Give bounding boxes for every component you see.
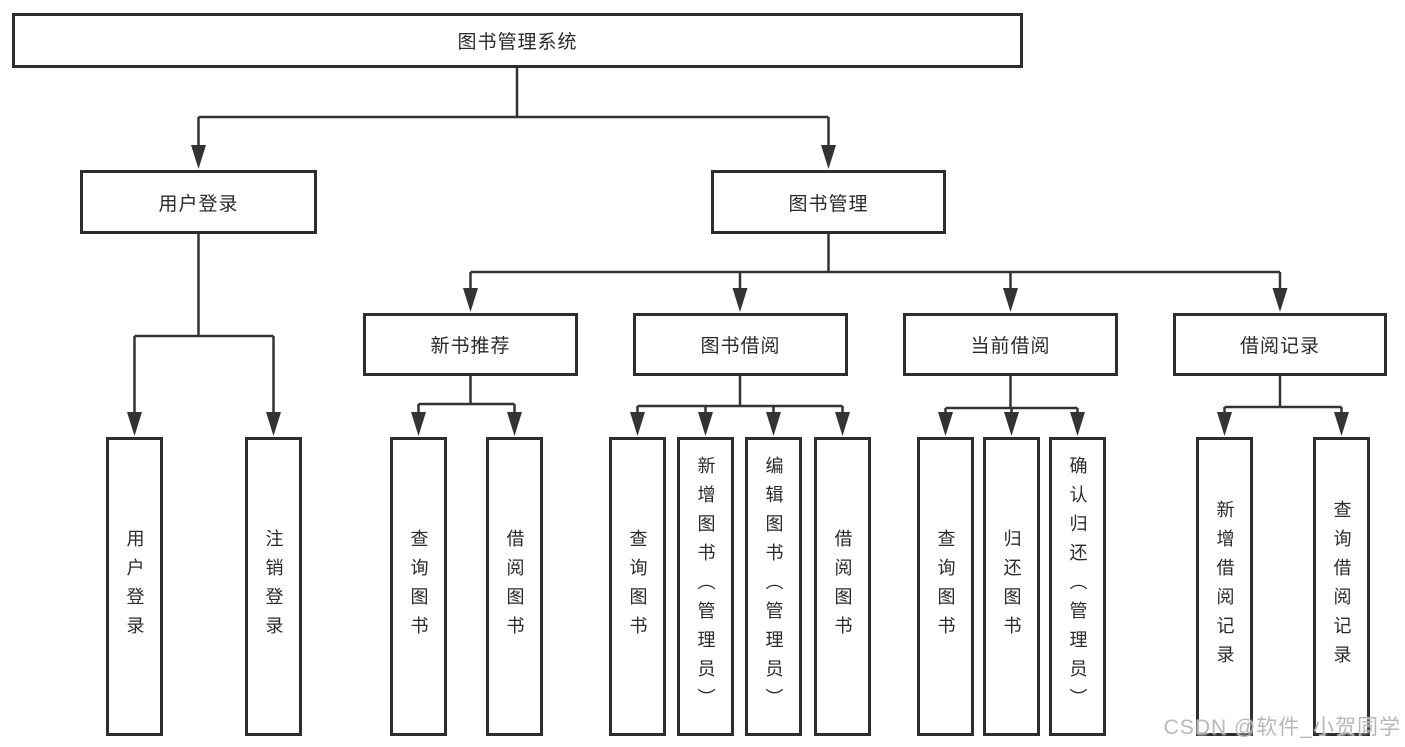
leaf-user-login: 用户登录 (106, 437, 163, 736)
leaf-add-books-admin: 新增图书（管理员） (677, 437, 734, 736)
arrow-icon (630, 412, 645, 436)
arrow-icon (127, 412, 142, 436)
leaf-edit-books-admin: 编辑图书（管理员） (745, 437, 802, 736)
leaf-label: 查询借阅记录 (1331, 499, 1352, 674)
arrow-icon (1272, 288, 1288, 312)
leaf-borrow-books-recommend: 借阅图书 (486, 437, 543, 736)
arrow-icon (821, 145, 836, 169)
leaf-label: 借阅图书 (832, 528, 853, 645)
leaf-label: 新增借阅记录 (1214, 499, 1235, 674)
arrow-icon (766, 412, 781, 436)
arrow-icon (938, 412, 953, 436)
arrow-icon (266, 412, 281, 436)
node-book-management: 图书管理 (711, 170, 946, 234)
arrow-icon (835, 412, 850, 436)
leaf-label: 编辑图书（管理员） (763, 456, 784, 717)
arrow-icon (1003, 288, 1018, 312)
leaf-label: 查询图书 (627, 528, 648, 645)
arrow-icon (732, 288, 748, 312)
leaf-return-books: 归还图书 (983, 437, 1040, 736)
leaf-query-borrow-record: 查询借阅记录 (1313, 437, 1370, 736)
leaf-label: 查询图书 (935, 528, 956, 645)
leaf-label: 用户登录 (124, 528, 145, 645)
arrow-icon (463, 288, 478, 312)
node-new-book-recommendation: 新书推荐 (363, 313, 578, 376)
arrow-icon (411, 412, 426, 436)
leaf-label: 新增图书（管理员） (695, 456, 716, 717)
arrow-icon (191, 145, 206, 169)
node-book-borrowing: 图书借阅 (633, 313, 848, 376)
leaf-label: 查询图书 (408, 528, 429, 645)
node-borrowing-records: 借阅记录 (1173, 313, 1387, 376)
arrowheads (127, 145, 1349, 436)
leaf-borrow-books: 借阅图书 (814, 437, 871, 736)
leaf-confirm-return-admin: 确认归还（管理员） (1049, 437, 1106, 736)
leaf-query-books-recommend: 查询图书 (390, 437, 447, 736)
leaf-label: 借阅图书 (504, 528, 525, 645)
connector-paths (133, 68, 1343, 414)
node-current-borrowing: 当前借阅 (903, 313, 1118, 376)
leaf-add-borrow-record: 新增借阅记录 (1196, 437, 1253, 736)
arrow-icon (1334, 412, 1349, 436)
node-library-management-system: 图书管理系统 (12, 13, 1023, 68)
arrow-icon (507, 412, 522, 436)
arrow-icon (1217, 412, 1232, 436)
arrow-icon (1070, 412, 1085, 436)
leaf-label: 归还图书 (1001, 528, 1022, 645)
arrow-icon (698, 412, 713, 436)
watermark: CSDN @软件_小贺同学 (1163, 716, 1401, 739)
leaf-logout: 注销登录 (245, 437, 302, 736)
node-user-login: 用户登录 (80, 170, 317, 234)
arrow-icon (1004, 412, 1019, 436)
leaf-query-books-current: 查询图书 (917, 437, 974, 736)
leaf-query-books-borrow: 查询图书 (609, 437, 666, 736)
leaf-label: 确认归还（管理员） (1067, 456, 1088, 717)
leaf-label: 注销登录 (263, 528, 284, 645)
